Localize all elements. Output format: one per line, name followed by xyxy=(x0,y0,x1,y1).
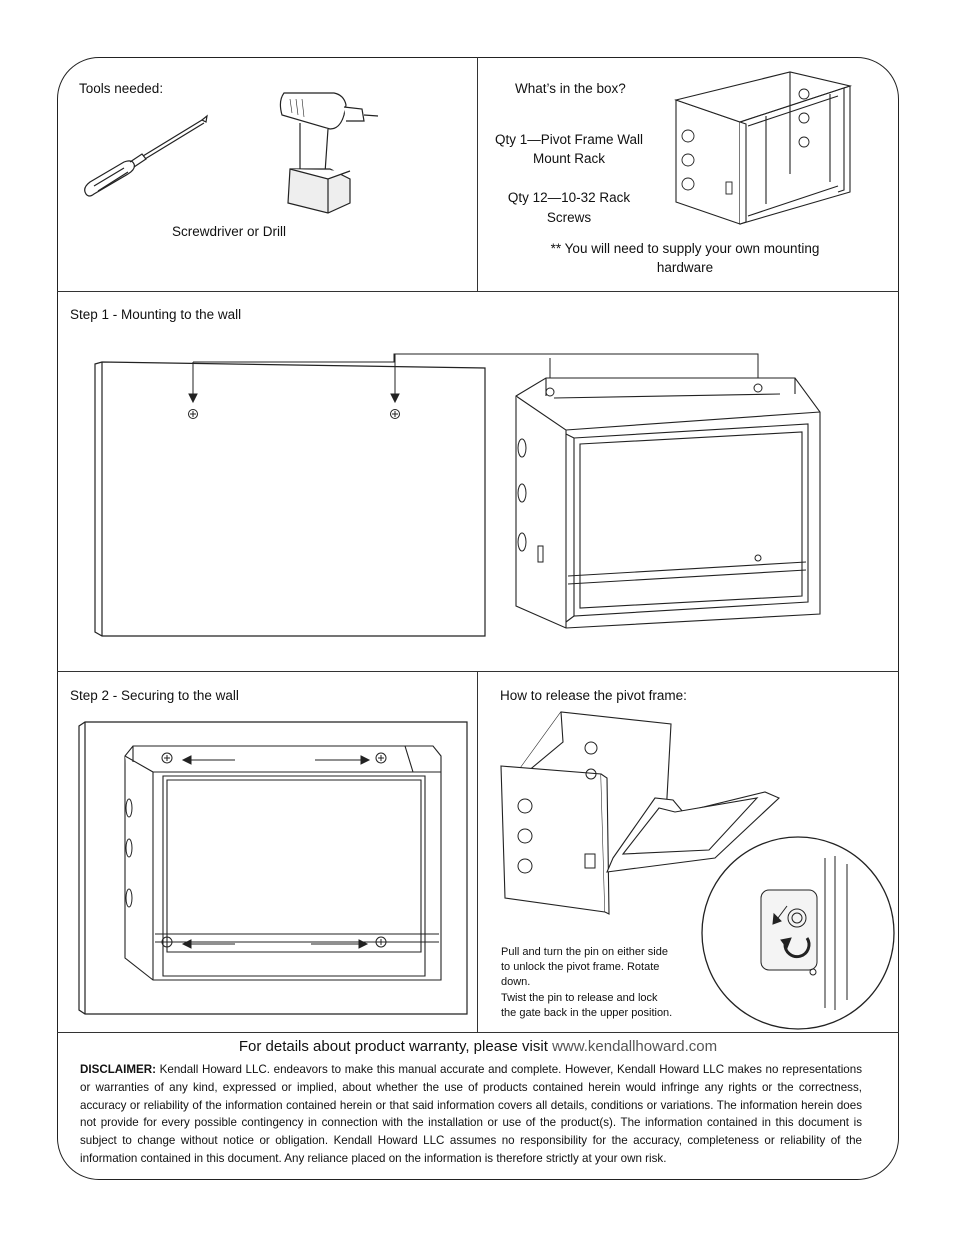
release-note-line-2: to unlock the pivot frame. Rotate xyxy=(501,961,660,974)
box-item-1-line-1: Qty 1—Pivot Frame Wall xyxy=(494,132,644,147)
page-frame xyxy=(57,57,899,1180)
release-note: Pull and turn the pin on either side to … xyxy=(501,945,701,1021)
rack-product-icon xyxy=(674,71,853,225)
screwdriver-icon xyxy=(84,114,208,197)
disclaimer-label: DISCLAIMER: xyxy=(80,1063,156,1076)
release-note-line-4: Twist the pin to release and lock xyxy=(501,991,658,1004)
box-note-line-1: ** You will need to supply your own moun… xyxy=(550,241,820,256)
divider-middle xyxy=(477,671,478,1032)
divider-row2 xyxy=(57,671,899,672)
divider-top xyxy=(477,57,478,291)
box-item-2-line-2: Screws xyxy=(546,210,592,225)
release-note-line-1: Pull and turn the pin on either side xyxy=(501,946,668,958)
warranty-line: For details about product warranty, plea… xyxy=(57,1038,899,1055)
release-note-line-3: down. xyxy=(501,976,531,989)
divider-row1 xyxy=(57,291,899,292)
step2-secure-illustration xyxy=(78,721,468,1015)
drill-icon xyxy=(279,92,379,214)
release-note-line-5: the gate back in the upper position. xyxy=(501,1006,673,1019)
box-item-1-line-2: Mount Rack xyxy=(532,151,606,166)
step2-heading: Step 2 - Securing to the wall xyxy=(70,688,239,703)
tools-heading: Tools needed: xyxy=(79,81,164,96)
tools-caption: Screwdriver or Drill xyxy=(172,224,287,239)
step1-heading: Step 1 - Mounting to the wall xyxy=(70,307,242,322)
box-heading: What’s in the box? xyxy=(515,81,626,96)
disclaimer: DISCLAIMER: Kendall Howard LLC. endeavor… xyxy=(80,1061,862,1168)
box-item-2-line-1: Qty 12—10-32 Rack xyxy=(507,190,631,205)
warranty-text: For details about product warranty, plea… xyxy=(238,1038,553,1055)
disclaimer-text: Kendall Howard LLC. endeavors to make th… xyxy=(80,1063,862,1165)
warranty-link[interactable]: www.kendallhoward.com xyxy=(552,1038,718,1055)
release-heading: How to release the pivot frame: xyxy=(500,688,687,703)
pivot-release-illustration xyxy=(500,711,895,1030)
box-note-line-2: hardware xyxy=(656,260,714,275)
divider-row3 xyxy=(57,1032,899,1033)
step1-wall-illustration xyxy=(94,353,821,637)
